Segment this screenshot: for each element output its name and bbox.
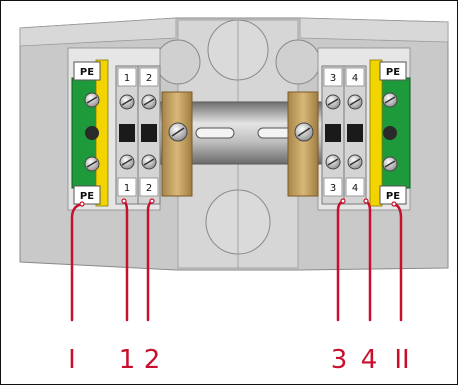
- callout-label-4: 4: [361, 345, 378, 375]
- pe-bottom-right-label: PE: [386, 191, 400, 202]
- label-2-top: 2: [146, 73, 152, 84]
- label-1-top-box: [117, 67, 137, 87]
- pe-bottom-left-label: PE: [80, 191, 94, 202]
- callout-label-left-pe: I: [68, 345, 76, 375]
- callout-tip-right-pe: [391, 201, 397, 207]
- ground-screw-left-top-slot: [86, 96, 98, 104]
- terminal-1-top-screw-slot: [121, 98, 133, 106]
- pe-bottom-left-box: [73, 185, 101, 205]
- label-4-top: 4: [352, 73, 358, 84]
- pe-top-right-label: PE: [386, 67, 400, 78]
- end-clamp-right-screw-slot: [297, 127, 311, 137]
- terminal-2-bottom-screw-slot: [143, 158, 155, 166]
- ground-contact-left-icon: [85, 126, 99, 140]
- terminal-3-clamp: [325, 124, 341, 142]
- terminal-3-top-screw-slot: [327, 98, 339, 106]
- callout-label-1: 1: [119, 345, 136, 375]
- terminal-2-clamp: [141, 124, 157, 142]
- callout-arrowheads: [79, 198, 397, 207]
- label-4-bottom-box: [345, 177, 365, 197]
- label-2-bottom-box: [139, 177, 159, 197]
- terminal-4-top-screw-slot: [349, 98, 361, 106]
- callout-tip-1: [121, 198, 127, 204]
- label-2-top-box: [139, 67, 159, 87]
- ground-contact-right-icon: [383, 126, 397, 140]
- label-3-top-box: [323, 67, 343, 87]
- ground-screw-left-bottom-slot: [86, 160, 98, 168]
- label-4-bottom: 4: [352, 183, 358, 194]
- rail-slot-left: [195, 127, 235, 139]
- callout-tip-2: [149, 198, 155, 204]
- callout-tip-left-pe: [79, 201, 85, 207]
- pe-top-left-label: PE: [80, 67, 94, 78]
- housing-upper-ledge-right: [299, 17, 449, 43]
- callout-tip-4: [363, 198, 369, 204]
- terminal-1-bottom-screw-slot: [121, 158, 133, 166]
- callout-tip-3: [340, 198, 346, 204]
- label-3-top: 3: [330, 73, 336, 84]
- callout-label-2: 2: [144, 345, 161, 375]
- end-clamp-left: [161, 91, 193, 197]
- terminal-3-bottom-screw-slot: [327, 158, 339, 166]
- ground-screw-right-bottom-slot: [384, 160, 396, 168]
- label-3-bottom: 3: [330, 183, 336, 194]
- terminal-4-bottom-screw-slot: [349, 158, 361, 166]
- terminal-4-clamp: [347, 124, 363, 142]
- housing-upper-ledge: [19, 17, 177, 47]
- label-3-bottom-box: [323, 177, 343, 197]
- pe-top-right-box: [379, 61, 407, 81]
- label-1-bottom: 1: [124, 183, 130, 194]
- terminal-1-clamp: [119, 124, 135, 142]
- end-clamp-left-screw-slot: [171, 127, 185, 137]
- pe-top-left-box: [73, 61, 101, 81]
- mounting-circle-left: [155, 39, 201, 85]
- mounting-circle-right: [275, 39, 321, 85]
- label-1-top: 1: [124, 73, 130, 84]
- terminal-2-top-screw-slot: [143, 98, 155, 106]
- callout-label-right-pe: II: [394, 345, 409, 375]
- callout-label-3: 3: [331, 345, 348, 375]
- label-1-bottom-box: [117, 177, 137, 197]
- ground-terminal-right-stripe: [369, 59, 383, 207]
- end-clamp-right: [287, 91, 319, 197]
- label-4-top-box: [345, 67, 365, 87]
- ground-screw-right-top-slot: [384, 96, 396, 104]
- label-2-bottom: 2: [146, 183, 152, 194]
